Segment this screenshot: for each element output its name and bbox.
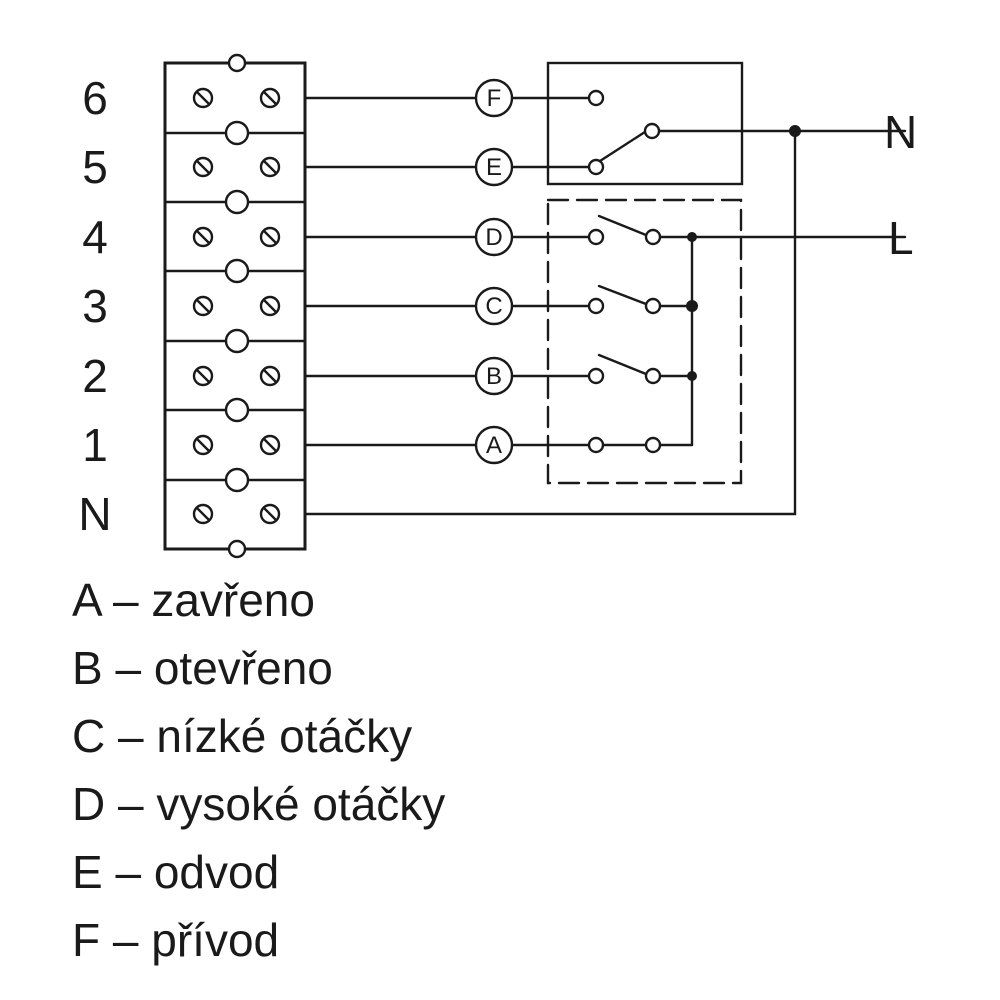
terminal-label-6: 6 xyxy=(82,72,108,124)
legend-item-d: D – vysoké otáčky xyxy=(72,770,445,838)
legend-item-e: E – odvod xyxy=(72,838,445,906)
node-label-A: A xyxy=(486,432,502,459)
node-circles xyxy=(474,78,514,465)
screw-row-6 xyxy=(192,87,281,109)
legend-text: zavřeno xyxy=(151,574,315,626)
legend-text: přívod xyxy=(151,914,280,966)
legend-separator: – xyxy=(112,914,139,966)
direction-switch xyxy=(510,61,907,186)
terminal-label-N: N xyxy=(78,488,111,540)
node-label-B: B xyxy=(486,363,502,390)
supply-neutral-label: N xyxy=(884,106,917,158)
speed-switch xyxy=(510,198,907,485)
terminal-labels: 6 5 4 3 2 1 N xyxy=(78,72,111,540)
legend-key: A xyxy=(72,574,101,626)
node-label-C: C xyxy=(485,293,502,320)
legend-separator: – xyxy=(115,642,142,694)
screw-row-1 xyxy=(192,434,281,456)
legend-item-f: F – přívod xyxy=(72,906,445,974)
terminal-dividers xyxy=(163,131,307,482)
wiring-diagram: 6 5 4 3 2 1 N F E D C B A N L xyxy=(78,53,917,559)
screw-row-N xyxy=(192,503,281,525)
screw-row-4 xyxy=(192,226,281,248)
screw-row-3 xyxy=(192,295,281,317)
legend-key: B xyxy=(72,642,103,694)
legend-separator: – xyxy=(112,574,139,626)
legend-key: F xyxy=(72,914,101,966)
terminal-label-4: 4 xyxy=(82,211,108,263)
terminal-label-3: 3 xyxy=(82,280,108,332)
node-label-E: E xyxy=(486,154,502,181)
terminal-label-5: 5 xyxy=(82,141,108,193)
terminal-wires xyxy=(303,96,797,516)
terminal-screws xyxy=(192,87,281,525)
legend-key: C xyxy=(72,710,106,762)
legend-separator: – xyxy=(118,710,144,762)
terminal-block xyxy=(163,53,307,559)
legend-separator: – xyxy=(115,846,142,898)
node-label-D: D xyxy=(485,224,502,251)
legend-separator: – xyxy=(118,778,144,830)
legend-key: E xyxy=(72,846,103,898)
screw-row-2 xyxy=(192,365,281,387)
legend-text: vysoké otáčky xyxy=(156,778,446,830)
terminal-links xyxy=(224,53,250,559)
legend-item-a: A – zavřeno xyxy=(72,566,445,634)
terminal-label-1: 1 xyxy=(82,419,108,471)
legend-text: odvod xyxy=(153,846,280,898)
terminal-label-2: 2 xyxy=(82,350,108,402)
legend-key: D xyxy=(72,778,106,830)
legend-text: nízké otáčky xyxy=(156,710,413,762)
supply-live-label: L xyxy=(888,212,914,264)
junction-dots xyxy=(686,125,801,381)
node-label-F: F xyxy=(487,85,502,112)
legend-item-c: C – nízké otáčky xyxy=(72,702,445,770)
screw-row-5 xyxy=(192,156,281,178)
legend-text: otevřeno xyxy=(153,642,333,694)
legend-item-b: B – otevřeno xyxy=(72,634,445,702)
legend: A – zavřeno B – otevřeno C – nízké otáčk… xyxy=(72,566,445,974)
node-labels: F E D C B A xyxy=(485,85,502,459)
